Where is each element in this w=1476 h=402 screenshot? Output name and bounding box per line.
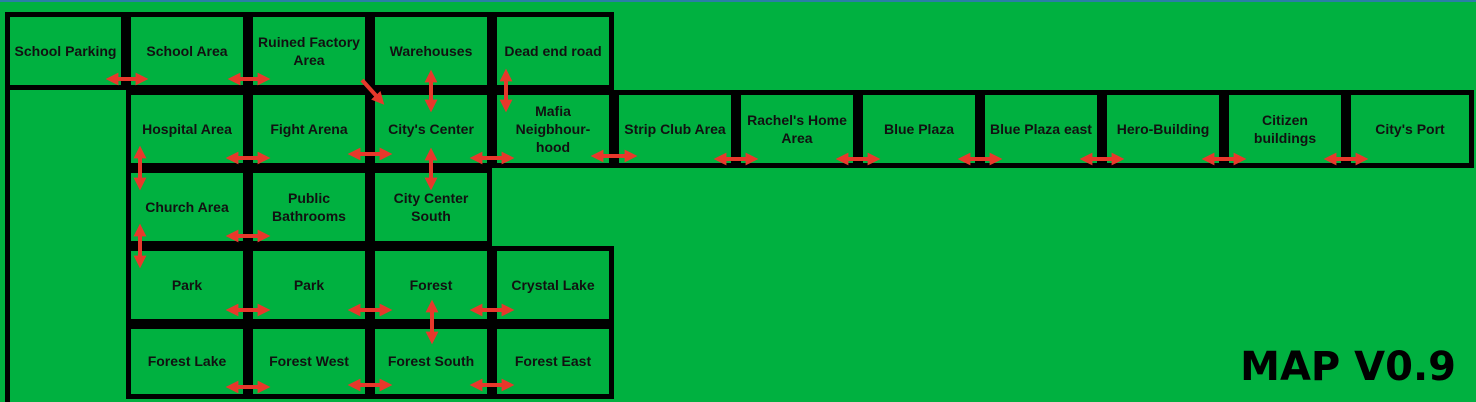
location-label: Dead end road [504, 42, 602, 59]
location-forest-lake[interactable]: Forest Lake [126, 324, 248, 399]
location-fight-arena[interactable]: Fight Arena [248, 90, 370, 168]
location-public-bathrooms[interactable]: Public Bathrooms [248, 168, 370, 246]
location-school-area[interactable]: School Area [126, 12, 248, 90]
location-label: Public Bathrooms [272, 189, 346, 224]
location-dead-end-road[interactable]: Dead end road [492, 12, 614, 90]
location-label: School Area [146, 42, 228, 59]
location-park-west[interactable]: Park [126, 246, 248, 324]
location-label: City's Center [388, 120, 474, 137]
location-label: Park [171, 276, 203, 293]
location-citizen-buildings[interactable]: Citizen buildings [1224, 90, 1346, 168]
map-left-border [5, 85, 10, 402]
location-label: Rachel's Home Area [747, 111, 847, 146]
location-hospital-area[interactable]: Hospital Area [126, 90, 248, 168]
location-warehouses[interactable]: Warehouses [370, 12, 492, 90]
location-label: Forest [409, 276, 453, 293]
location-city-center-south[interactable]: City Center South [370, 168, 492, 246]
location-church-area[interactable]: Church Area [126, 168, 248, 246]
location-label: Warehouses [389, 42, 473, 59]
location-rachels-home-area[interactable]: Rachel's Home Area [736, 90, 858, 168]
location-hero-building[interactable]: Hero-Building [1102, 90, 1224, 168]
location-label: City Center South [393, 189, 469, 224]
location-ruined-factory-area[interactable]: Ruined Factory Area [248, 12, 370, 90]
location-forest[interactable]: Forest [370, 246, 492, 324]
location-label: Mafia Neigbhour-hood [515, 102, 591, 156]
location-mafia-neighbourhood[interactable]: Mafia Neigbhour-hood [492, 90, 614, 168]
location-forest-south[interactable]: Forest South [370, 324, 492, 399]
location-label: City's Port [1375, 120, 1445, 137]
location-label: Crystal Lake [511, 276, 595, 293]
location-forest-west[interactable]: Forest West [248, 324, 370, 399]
location-blue-plaza-east[interactable]: Blue Plaza east [980, 90, 1102, 168]
location-label: School Parking [14, 42, 117, 59]
location-school-parking[interactable]: School Parking [5, 12, 126, 90]
location-strip-club-area[interactable]: Strip Club Area [614, 90, 736, 168]
location-label: Ruined Factory Area [258, 33, 360, 68]
location-label: Citizen buildings [1253, 111, 1317, 146]
location-label: Hospital Area [142, 120, 232, 137]
location-label: Hero-Building [1116, 120, 1210, 137]
location-label: Park [293, 276, 325, 293]
location-label: Forest South [387, 353, 475, 370]
location-park-east[interactable]: Park [248, 246, 370, 324]
location-forest-east[interactable]: Forest East [492, 324, 614, 399]
location-label: Church Area [145, 198, 229, 215]
location-label: Fight Arena [270, 120, 348, 137]
location-blue-plaza[interactable]: Blue Plaza [858, 90, 980, 168]
location-crystal-lake[interactable]: Crystal Lake [492, 246, 614, 324]
map-title: MAP V0.9 [1240, 344, 1456, 390]
location-label: Forest Lake [147, 353, 227, 370]
location-citys-center[interactable]: City's Center [370, 90, 492, 168]
location-label: Blue Plaza [883, 120, 955, 137]
location-label: Blue Plaza east [990, 120, 1092, 137]
location-label: Forest East [514, 353, 592, 370]
location-label: Forest West [269, 353, 349, 370]
location-citys-port[interactable]: City's Port [1346, 90, 1474, 168]
location-label: Strip Club Area [624, 120, 726, 137]
